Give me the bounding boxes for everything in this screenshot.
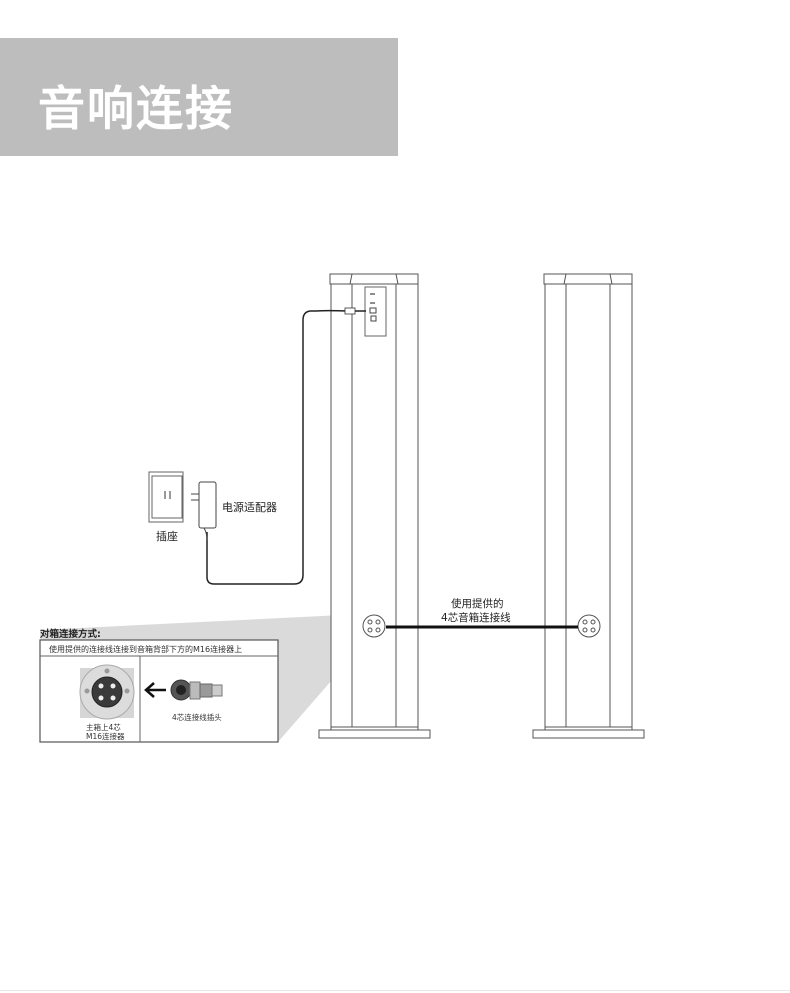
- main-speaker-connector: [362, 614, 386, 638]
- connection-inset: [39, 639, 279, 743]
- cable-label-line2: 4芯音箱连接线: [441, 612, 511, 624]
- main-speaker: [318, 273, 431, 739]
- wall-socket: [148, 471, 184, 523]
- page-title: 音响连接: [38, 82, 234, 137]
- connector-label-line2: M16连接器: [86, 732, 125, 741]
- title-banner: [0, 38, 398, 156]
- inset-instruction: 使用提供的连接线连接到音箱背部下方的M16连接器上: [49, 645, 243, 654]
- bottom-divider: [0, 990, 790, 991]
- satellite-speaker-connector: [577, 614, 601, 638]
- power-adapter-icon: [191, 481, 217, 541]
- inset-heading: 对箱连接方式:: [40, 629, 101, 640]
- power-cable: [206, 309, 366, 585]
- adapter-label: 电源适配器: [222, 501, 277, 514]
- plug-label: 4芯连接线插头: [172, 713, 222, 722]
- connector-label-line1: 主箱上4芯: [86, 723, 121, 732]
- satellite-speaker: [532, 273, 645, 739]
- cable-label-line1: 使用提供的: [451, 598, 504, 610]
- socket-label: 插座: [156, 530, 178, 543]
